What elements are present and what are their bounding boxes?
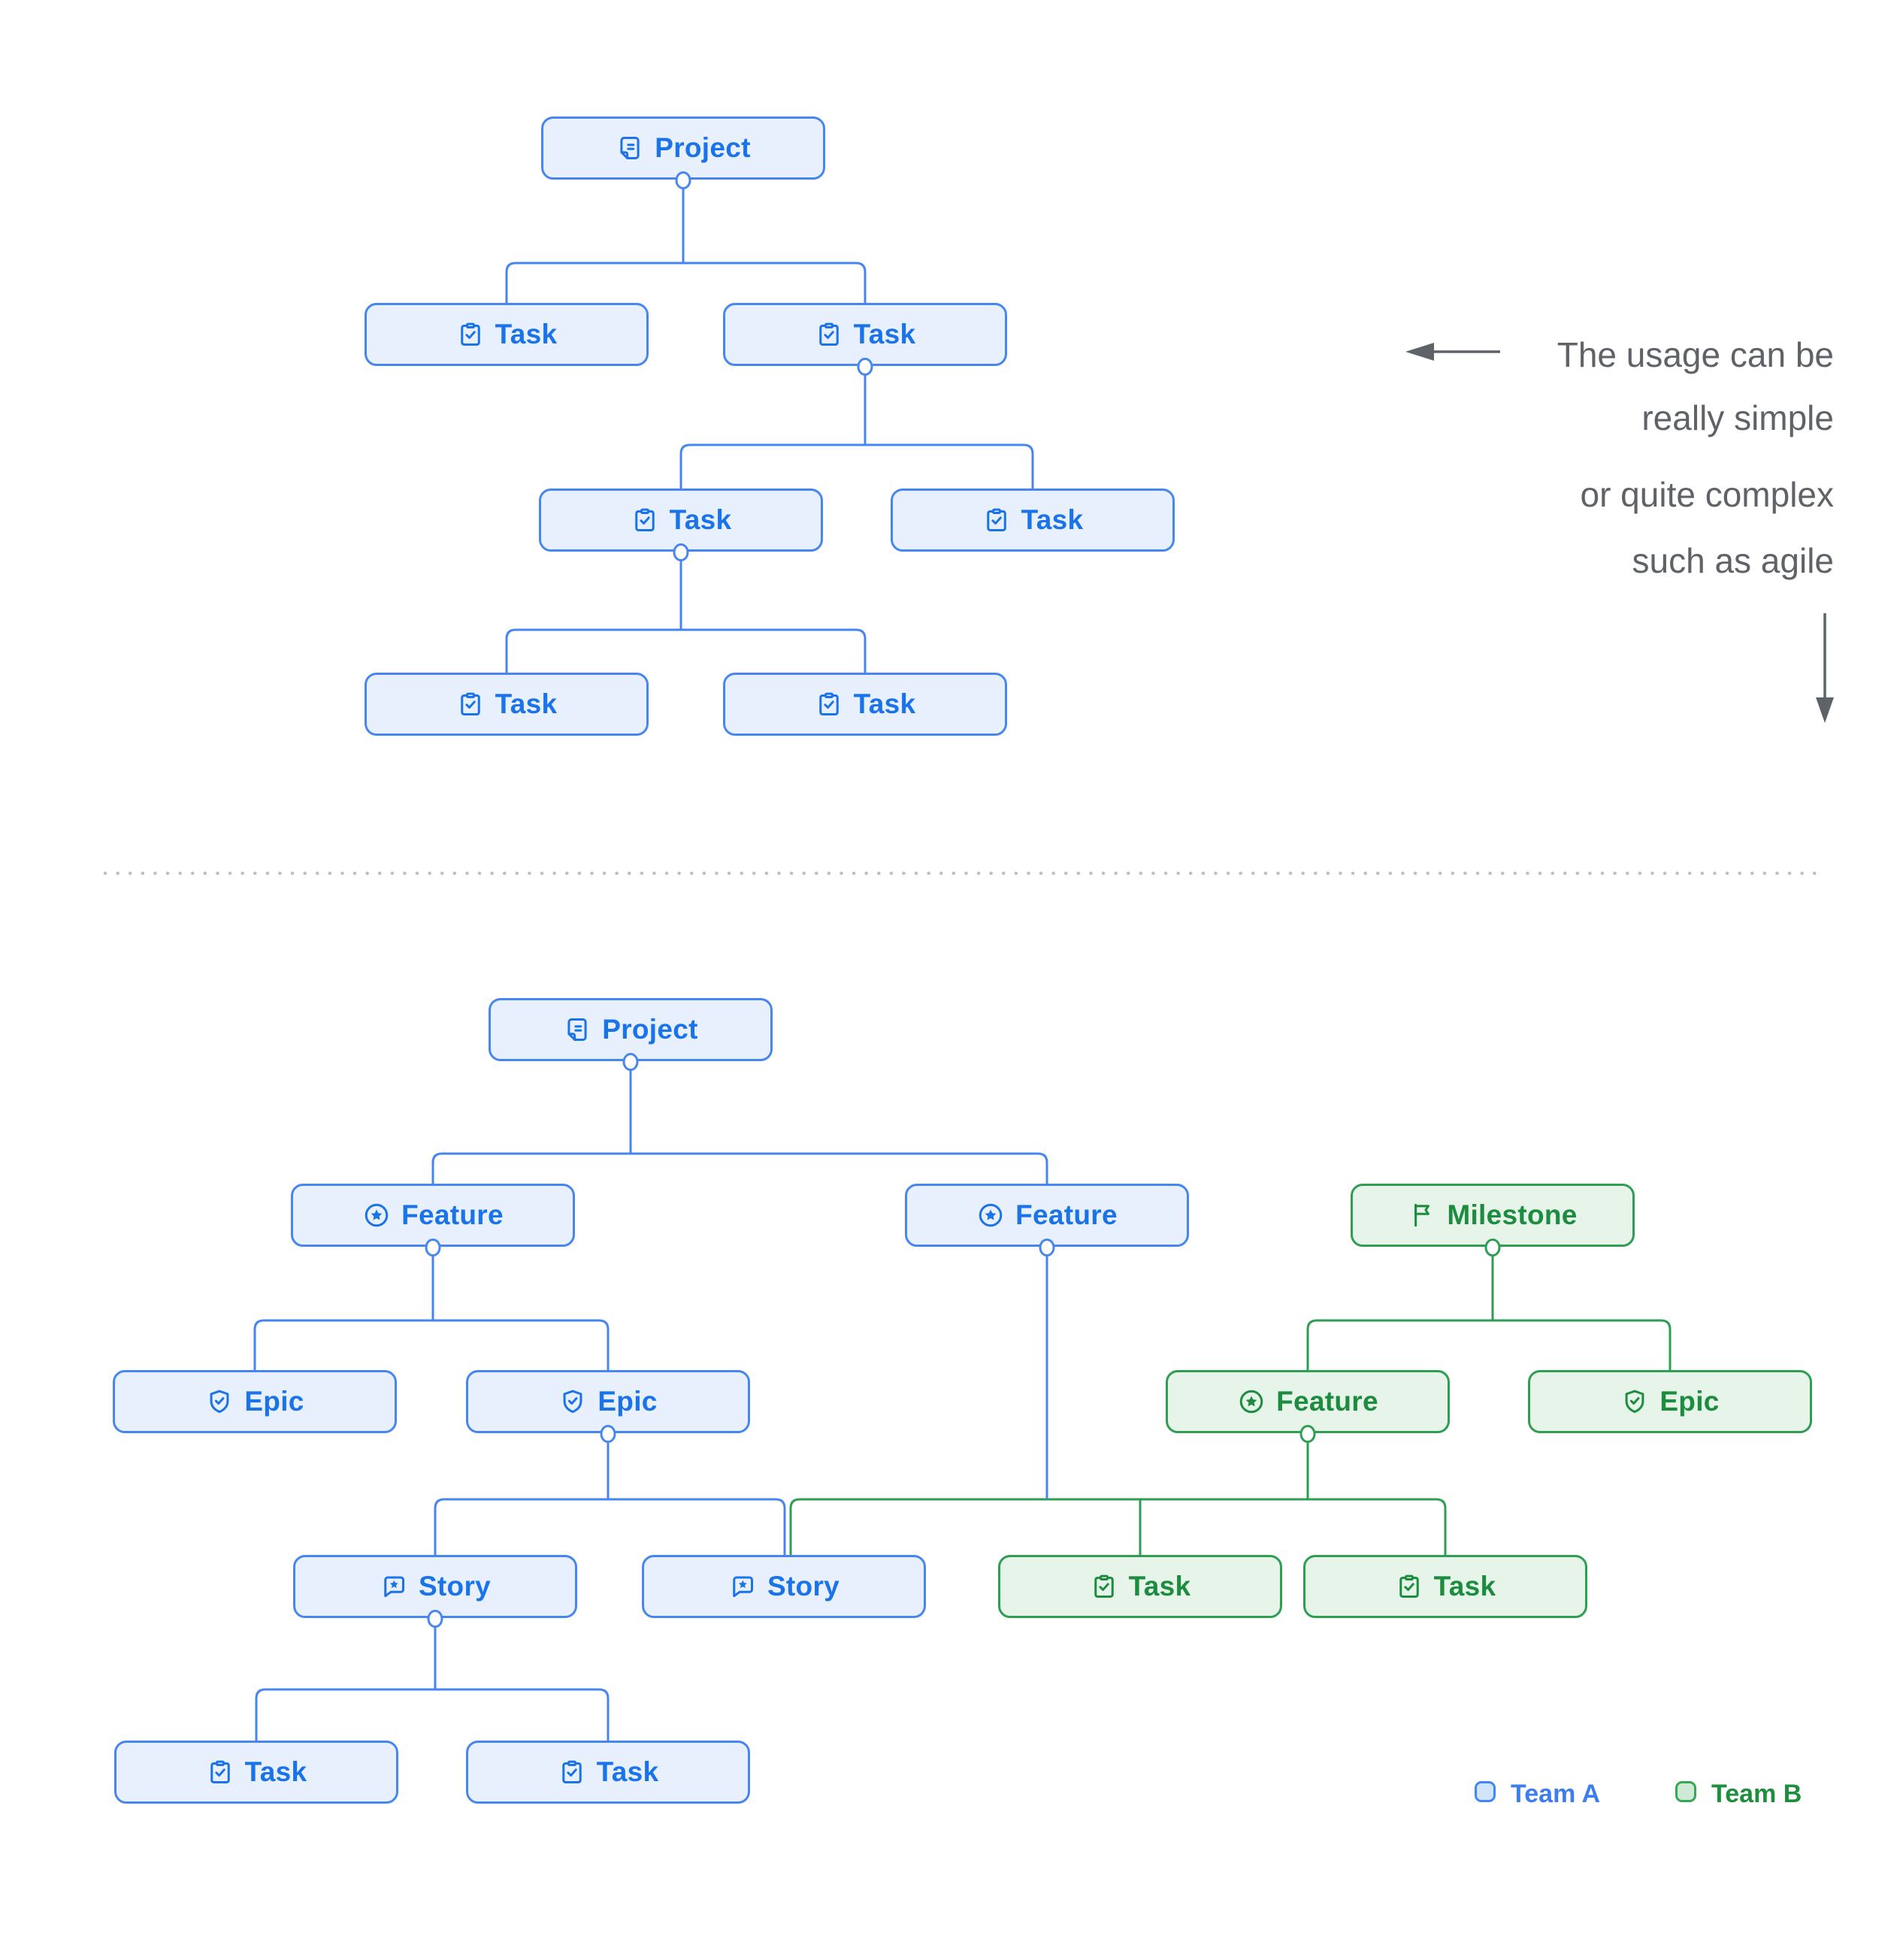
milestone-icon [1414,1203,1430,1227]
document-icon [620,137,640,159]
epic-icon [210,1390,229,1414]
node-feature: Feature [291,1184,575,1247]
node-label: Task [1128,1571,1191,1602]
feature-icon [979,1203,1003,1227]
node-feature: Feature [905,1184,1189,1247]
node-label: Task [495,688,558,719]
document-icon [567,1018,587,1041]
node-task: Task [539,488,823,552]
node-task: Task [723,673,1007,736]
annotation-line-2: really simple [1641,398,1834,437]
node-label: Feature [1276,1386,1378,1417]
node-feature: Feature [1166,1370,1450,1433]
annotation-line-3: or quite complex [1580,475,1835,514]
node-epic: Epic [1528,1370,1812,1433]
node-story: Story [642,1555,926,1618]
node-label: Task [853,688,916,719]
legend-label-team-b: Team B [1711,1780,1802,1808]
task-icon [1399,1574,1419,1598]
node-label: Task [853,319,916,349]
node-task: Task [466,1741,750,1804]
node-label: Project [602,1014,698,1045]
node-task: Task [114,1741,398,1804]
task-icon [460,322,480,346]
node-label: Task [1433,1571,1496,1602]
story-icon [733,1576,753,1598]
node-label: Feature [1015,1199,1118,1230]
node-task: Task [998,1555,1282,1618]
node-label: Task [596,1756,659,1787]
task-icon [818,692,839,715]
node-task: Task [365,673,649,736]
team-b-swatch-icon [1675,1781,1696,1802]
node-label: Task [244,1756,307,1787]
node-task: Task [723,303,1007,366]
task-icon [1094,1574,1114,1598]
node-label: Milestone [1447,1199,1578,1230]
node-milestone: Milestone [1351,1184,1635,1247]
team-a-swatch-icon [1475,1781,1496,1802]
node-label: Task [1021,504,1084,535]
node-task: Task [1303,1555,1587,1618]
node-label: Epic [244,1386,304,1417]
node-story: Story [293,1555,577,1618]
node-task: Task [891,488,1175,552]
annotation-line-1: The usage can be [1557,335,1834,374]
node-label: Story [767,1571,840,1602]
node-project: Project [489,998,773,1061]
left-arrow-head-icon [1405,343,1434,361]
node-label: Epic [1659,1386,1720,1417]
epic-icon [1625,1390,1644,1414]
node-label: Task [669,504,732,535]
node-label: Task [495,319,558,349]
annotation-line-4: such as agile [1632,541,1835,580]
story-icon [384,1576,404,1598]
feature-icon [365,1203,389,1227]
node-label: Story [418,1571,492,1602]
legend-label-team-a: Team A [1511,1780,1601,1808]
task-icon [818,322,839,346]
epic-icon [563,1390,582,1414]
node-epic: Epic [466,1370,750,1433]
node-project: Project [541,116,825,180]
node-label: Feature [401,1199,504,1230]
down-arrow-head-icon [1816,697,1834,723]
task-icon [460,692,480,715]
node-label: Project [655,132,751,163]
task-icon [210,1760,230,1783]
task-icon [634,508,655,531]
node-label: Epic [598,1386,658,1417]
node-task: Task [365,303,649,366]
task-icon [561,1760,582,1783]
node-epic: Epic [113,1370,397,1433]
feature-icon [1239,1390,1263,1414]
task-icon [986,508,1006,531]
